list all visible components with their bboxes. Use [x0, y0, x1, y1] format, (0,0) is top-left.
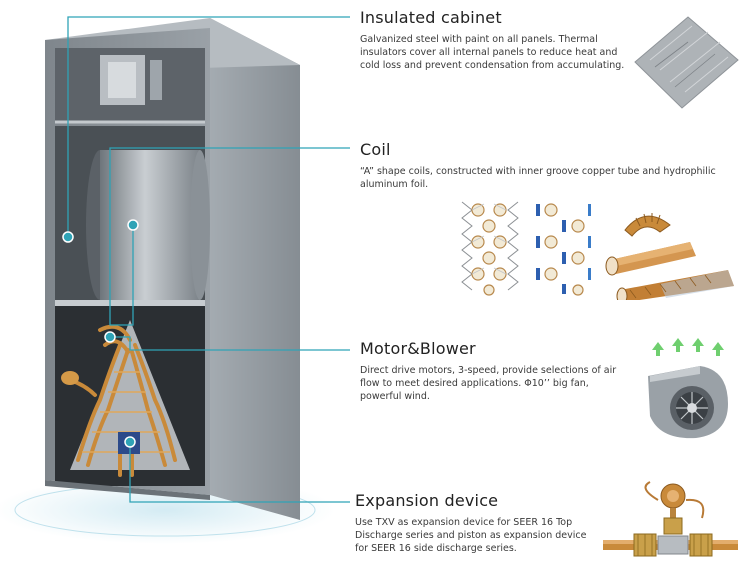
- airflow-arrows-icon: [652, 338, 724, 356]
- coil-fin-pattern-image: [461, 201, 591, 296]
- blower-drum: [100, 150, 200, 300]
- callout-line-motor: [110, 336, 350, 351]
- feature-title-insulated-cabinet: Insulated cabinet: [360, 8, 502, 27]
- feature-desc-insulated-cabinet: Galvanized steel with paint on all panel…: [360, 34, 625, 71]
- feature-title-expansion-device: Expansion device: [355, 491, 499, 510]
- callout-line-expansion: [129, 442, 350, 503]
- blower-image: [648, 338, 728, 439]
- callout-dot-cabinet: [62, 231, 74, 243]
- feature-desc-expansion-device: Use TXV as expansion device for SEER 16 …: [355, 517, 587, 554]
- copper-tube-image: [605, 213, 734, 300]
- feature-title-coil: Coil: [360, 140, 391, 159]
- air-handler-illustration: [0, 16, 350, 544]
- insulation-sheet-image: [634, 16, 739, 109]
- callout-lines: [67, 16, 350, 503]
- txv-valve-image: [603, 481, 738, 557]
- feature-title-motor-blower: Motor&Blower: [360, 339, 476, 358]
- callout-dot-expansion: [124, 436, 136, 448]
- callout-dot-motor: [104, 331, 116, 343]
- feature-desc-coil: “A” shape coils, constructed with inner …: [360, 166, 716, 190]
- callout-dot-coil: [127, 219, 139, 231]
- feature-desc-motor-blower: Direct drive motors, 3-speed, provide se…: [360, 365, 617, 402]
- callout-line-cabinet: [67, 16, 350, 237]
- callout-line-coil: [109, 147, 350, 326]
- cabinet-side-panel: [210, 18, 300, 520]
